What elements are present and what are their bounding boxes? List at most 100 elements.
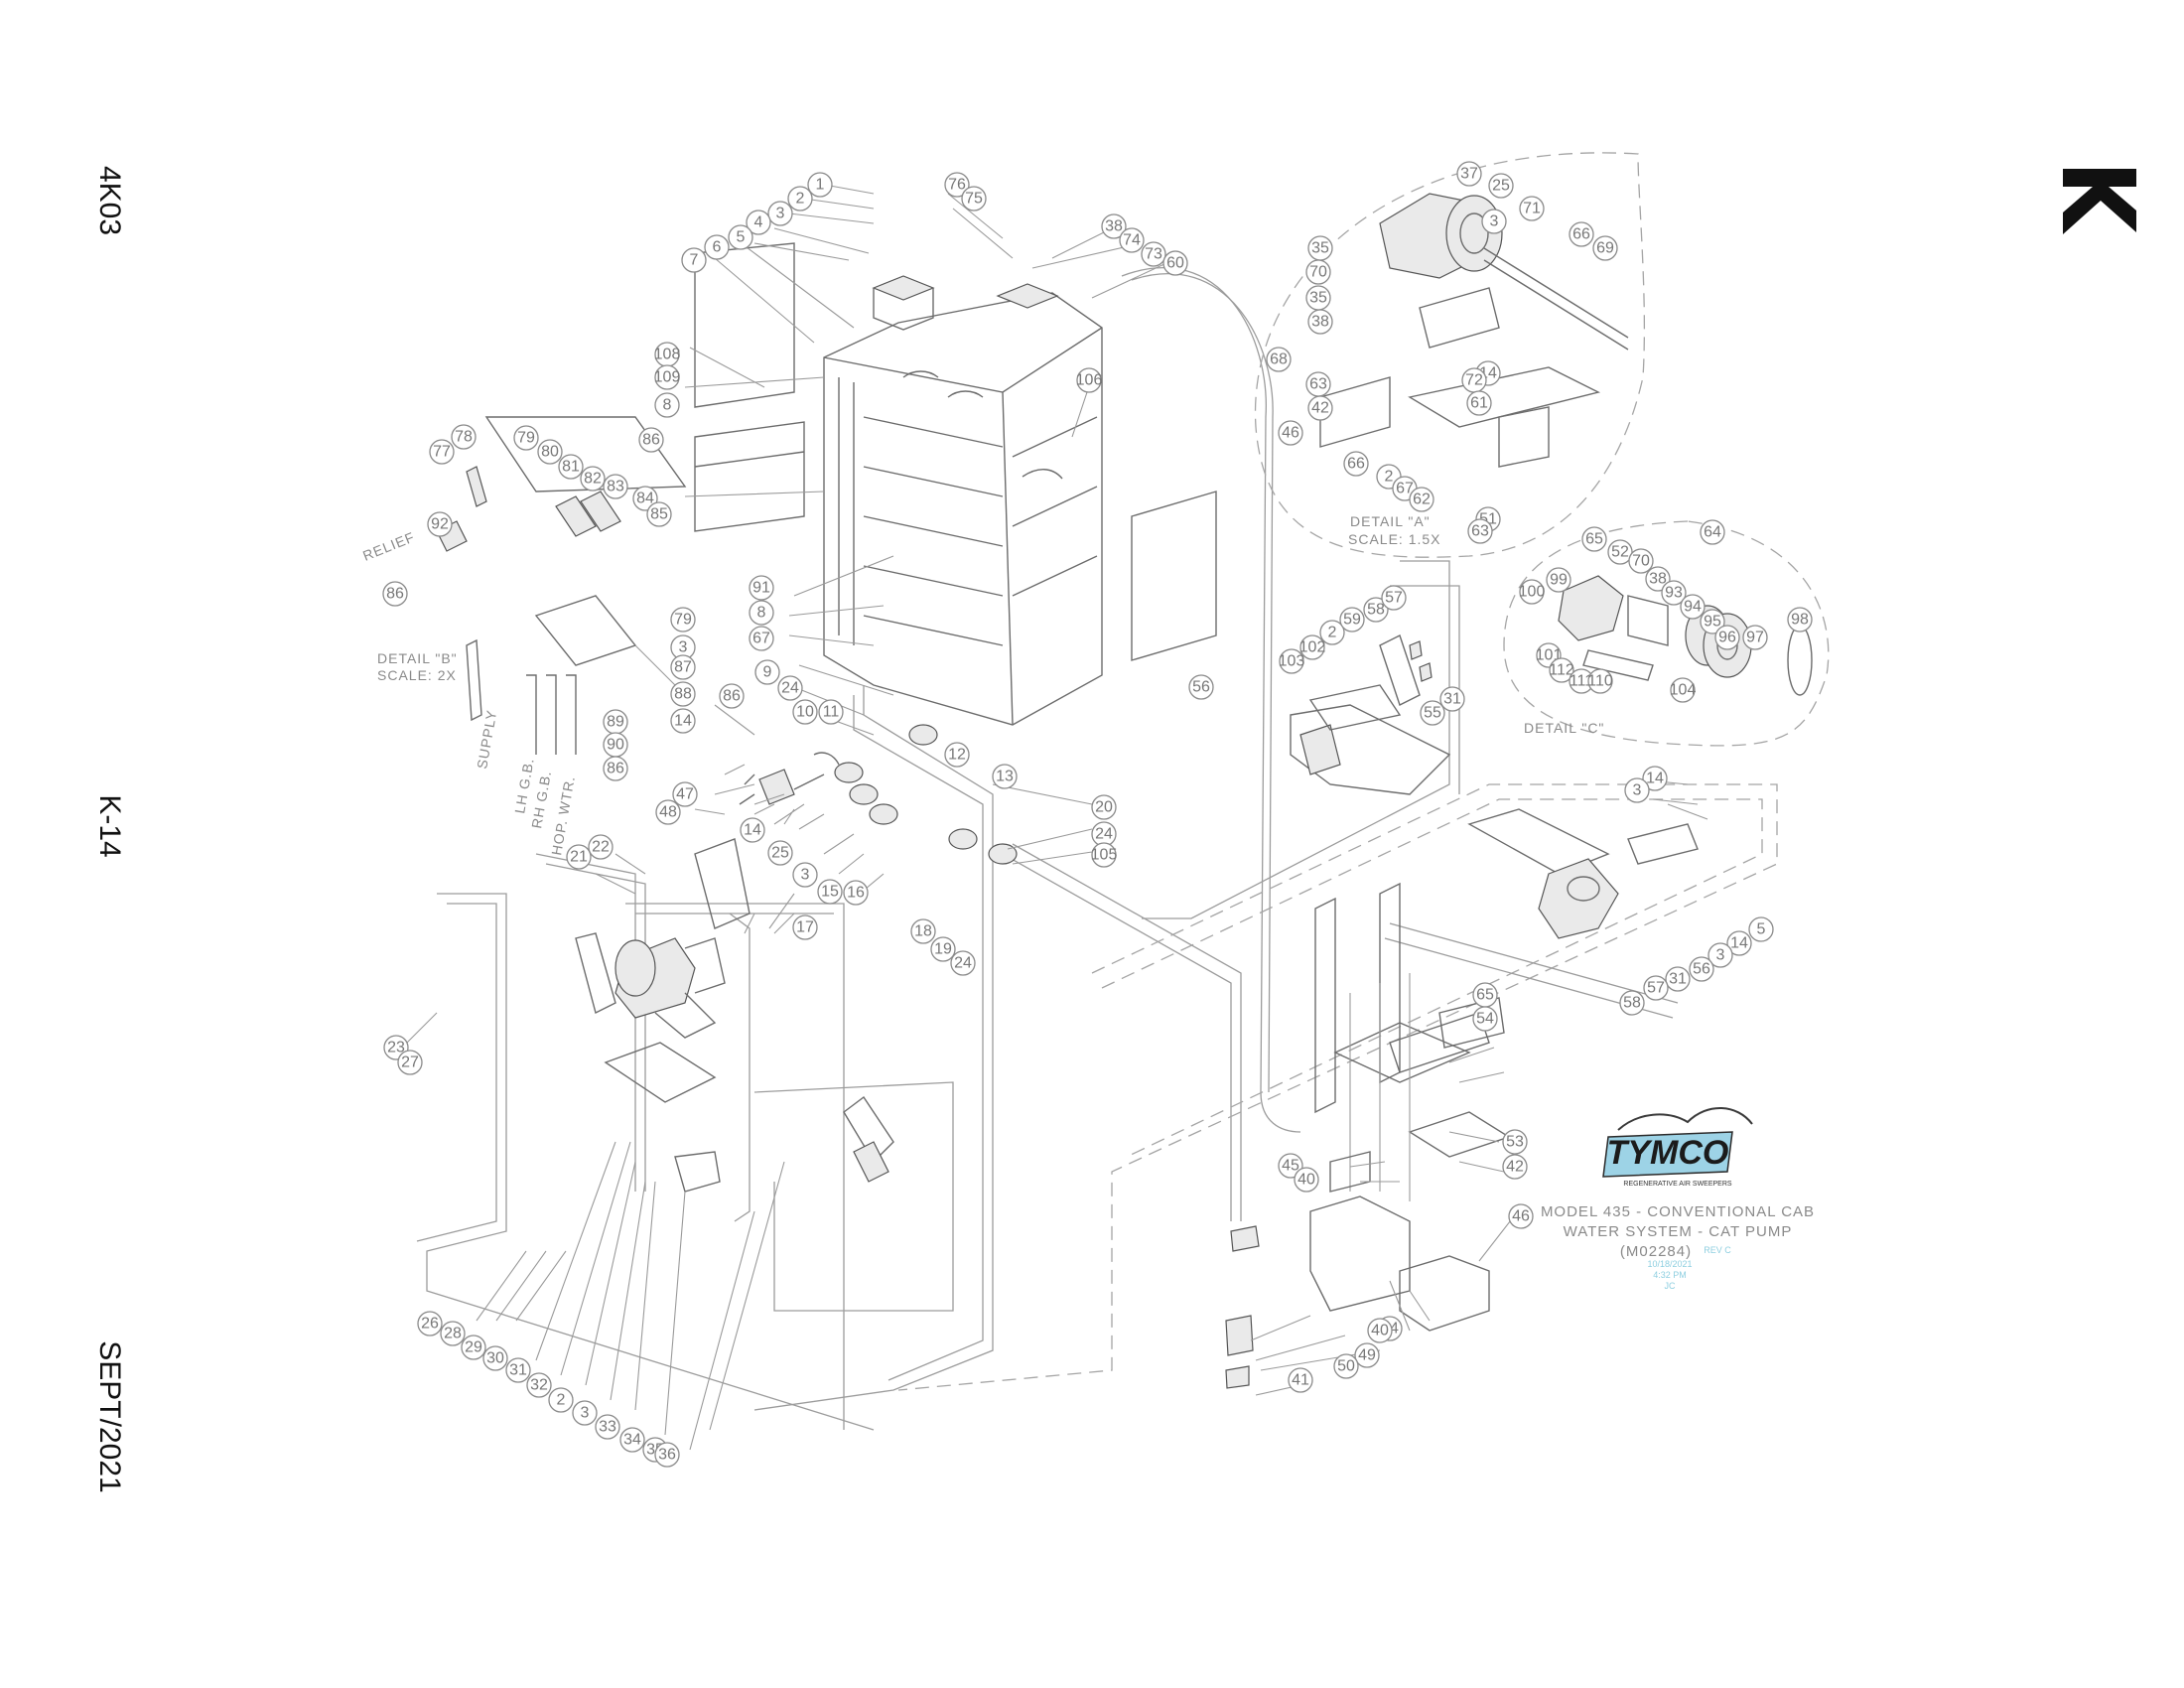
callout-number: 14 [1730,935,1748,952]
detail-a-scale: SCALE: 1.5X [1348,531,1441,547]
callout-bubble: 53 [1502,1129,1528,1155]
callout-circle [1319,620,1345,645]
callout-circle [1607,539,1633,565]
callout-circle [1689,956,1714,982]
callout-bubble: 106 [1076,367,1102,393]
callout-number: 79 [674,612,692,629]
callout-number: 103 [1279,653,1305,670]
hose-runs [416,267,1778,1431]
callout-bubble: 2 [1319,620,1345,645]
callout-circle [992,764,1018,789]
callout-circle [792,862,818,888]
callout-bubble: 18 [910,918,936,944]
callout-bubble: 30 [482,1345,508,1371]
callout-bubble: 109 [654,364,680,390]
callout-number: 87 [674,659,692,676]
callout-number: 32 [530,1377,548,1394]
callout-bubble: 67 [749,626,774,651]
callout-number: 81 [562,459,580,476]
callout-bubble: 4 [746,210,771,235]
callout-number: 24 [1095,826,1113,843]
callout-number: 42 [1506,1159,1524,1176]
title-stamp-time: 4:32 PM [1653,1270,1687,1280]
callout-number: 27 [401,1055,419,1071]
callout-number: 3 [776,206,785,222]
callout-number: 50 [1337,1358,1355,1375]
callout-bubble: 11 [818,699,844,725]
callout-bubble: 20 [1091,794,1117,820]
callout-bubble: 65 [1472,982,1498,1008]
detail-a [1254,152,1646,558]
callout-number: 3 [1633,782,1642,799]
callout-bubble: 47 [672,781,698,807]
callout-number: 2 [557,1392,566,1409]
callout-circle [961,186,987,211]
callout-circle [603,474,628,499]
callout-number: 26 [421,1316,439,1333]
callout-number: 34 [623,1432,641,1449]
callout-number: 53 [1506,1134,1524,1151]
callout-circle [1467,518,1493,544]
solenoid-valve-group [1308,634,1433,731]
callout-bubble: 72 [1461,367,1487,393]
callout-circle [1661,580,1687,606]
title-stamp-code: JC [1665,1281,1677,1291]
callout-number: 9 [763,664,772,681]
callout-bubble: 56 [1689,956,1714,982]
callout-circle [1643,975,1669,1001]
callout-circle [1367,1318,1393,1343]
title-line-1: MODEL 435 - CONVENTIONAL CAB [1541,1203,1815,1220]
callout-bubble: 40 [1367,1318,1393,1343]
callout-number: 56 [1192,679,1210,696]
callout-bubble: 68 [1266,347,1292,372]
callout-number: 58 [1367,602,1385,619]
callout-number: 15 [821,884,839,901]
callout-bubble: 52 [1607,539,1633,565]
callout-bubble: 111 [1569,668,1594,694]
callout-bubble: 54 [1472,1006,1498,1032]
callout-bubble: 69 [1592,235,1618,261]
callout-number: 24 [954,955,972,972]
callout-bubble: 42 [1502,1154,1528,1180]
callout-circle [566,844,592,870]
callout-bubble: 93 [1661,580,1687,606]
callout-number: 55 [1424,705,1441,722]
callout-circle [1279,648,1304,674]
detail-b-valve-manifold [436,416,687,755]
callout-number: 86 [642,432,660,449]
callout-circle [1581,526,1607,552]
title-line-3: (M02284) [1620,1243,1692,1260]
callout-number: 22 [592,839,610,856]
callout-bubble: 14 [740,817,765,843]
callout-circle [513,425,539,451]
callout-number: 35 [1309,290,1327,307]
callout-number: 14 [744,822,761,839]
callout-circle [1278,420,1303,446]
callout-number: 7 [690,252,699,269]
callout-circle [749,575,774,601]
callout-circle [1519,196,1545,221]
callout-bubble: 92 [427,511,453,537]
callout-number: 63 [1309,376,1327,393]
callout-circle [1569,221,1594,247]
callout-circle [632,486,658,511]
detail-b-scale: SCALE: 2X [377,667,457,683]
callout-circle [1101,213,1127,239]
callout-circle [910,918,936,944]
callout-bubble: 70 [1628,548,1654,574]
callout-circle [427,511,453,537]
title-line-2: WATER SYSTEM - CAT PUMP [1564,1223,1793,1240]
callout-bubble: 79 [513,425,539,451]
callout-number: 80 [541,444,559,461]
callout-number: 20 [1095,799,1113,816]
callout-circle [482,1345,508,1371]
callout-number: 79 [517,430,535,447]
callout-circle [1642,766,1668,791]
callout-bubble: 25 [1488,173,1514,199]
callout-bubble: 14 [670,708,696,734]
callout-bubble: 49 [1354,1342,1380,1368]
callout-circle [1700,519,1725,545]
callout-number: 4 [754,214,763,231]
callout-circle [1587,668,1613,694]
callout-number: 89 [607,714,624,731]
